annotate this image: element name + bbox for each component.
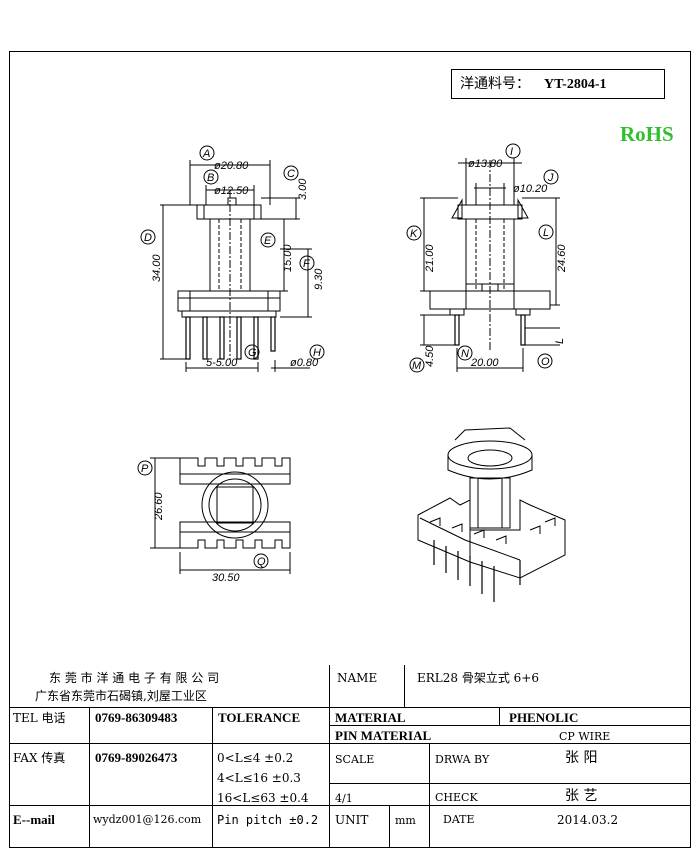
dim-a: ø20.80 (214, 160, 249, 172)
balloon-m (409, 357, 425, 373)
balloon-b (203, 169, 219, 185)
dim-q: 30.50 (212, 572, 240, 584)
balloon-p (137, 460, 153, 476)
balloon-q (253, 553, 269, 569)
front-top-flange (196, 204, 262, 220)
fax-label: FAX 传真 (13, 751, 66, 765)
label-i: I (510, 146, 513, 158)
label-p: P (141, 463, 149, 475)
dim-l: 24.60 (556, 244, 568, 273)
pin-material-label: PIN MATERIAL (335, 728, 432, 743)
part-number-label: 洋通料号： (460, 76, 530, 92)
date-label: DATE (443, 813, 475, 826)
label-j: J (547, 172, 554, 184)
tolerance-label: TOLERANCE (218, 710, 301, 725)
label-g: G (248, 347, 257, 359)
tel-value: 0769-86309483 (95, 710, 178, 725)
part-number-value: YT-2804-1 (544, 77, 607, 92)
label-c: C (287, 168, 295, 180)
label-n: N (461, 348, 469, 360)
balloon-k (406, 225, 422, 241)
part-number-box: 洋通料号： YT-2804-1 (451, 69, 665, 99)
tel-label: TEL 电话 (13, 711, 66, 725)
dim-n: 20.00 (470, 357, 499, 369)
dim-p: 26.60 (153, 492, 165, 521)
label-o: O (541, 356, 550, 368)
company-name: 东 莞 市 洋 通 电 子 有 限 公 司 (49, 671, 220, 685)
drawn-by-value: 张 阳 (565, 750, 598, 766)
dim-k: 21.00 (424, 244, 436, 273)
dim-o: L (554, 338, 566, 344)
unit-value: mm (395, 814, 416, 827)
balloon-i (505, 143, 521, 159)
company-address: 广东省东莞市石碣镇,刘屋工业区 (35, 689, 207, 703)
email-label: E--mail (13, 812, 55, 827)
balloon-f (299, 255, 315, 271)
label-q: Q (257, 556, 266, 568)
balloon-l (538, 224, 554, 240)
title-block: 东 莞 市 洋 通 电 子 有 限 公 司 广东省东莞市石碣镇,刘屋工业区 NA… (9, 665, 691, 848)
scale-value: 4/1 (335, 792, 353, 805)
dim-i: ø13.80 (468, 158, 503, 170)
tolerance-row-1: 0<L≤4 ±0.2 (217, 751, 294, 765)
front-pins (185, 316, 276, 360)
dim-d: 34.00 (151, 254, 163, 282)
balloon-c (283, 165, 299, 181)
label-m: M (412, 360, 422, 372)
dim-b: ø12.50 (214, 185, 249, 197)
rohs-mark: RoHS (620, 122, 674, 146)
balloon-o (537, 353, 553, 369)
bottom-view (137, 457, 291, 574)
material-label: MATERIAL (335, 710, 406, 725)
balloon-h (309, 344, 325, 360)
dim-h: ø0.80 (290, 357, 319, 369)
label-f: F (303, 258, 311, 270)
fax-value: 0769-89026473 (95, 750, 178, 765)
side-pins (454, 314, 526, 346)
dim-c: 3.00 (297, 178, 309, 200)
pin-material-value: CP WIRE (559, 730, 611, 743)
scale-label: SCALE (335, 753, 375, 766)
tolerance-row-4: Pin pitch ±0.2 (217, 813, 319, 827)
balloon-a (199, 145, 215, 161)
side-view (406, 143, 560, 373)
dim-g: 5-5.00 (206, 357, 238, 369)
check-value: 张 艺 (565, 788, 598, 804)
isometric-view (417, 427, 566, 602)
bottom-outer-ring (201, 471, 269, 539)
date-value: 2014.03.2 (557, 813, 619, 827)
label-a: A (202, 148, 210, 160)
balloon-d (140, 229, 156, 245)
drawn-by-label: DRWA BY (435, 753, 490, 766)
balloon-g (244, 344, 260, 360)
dim-j: ø10.20 (513, 183, 548, 195)
label-b: B (207, 172, 214, 184)
front-view (140, 145, 325, 372)
name-value: ERL28 骨架立式 6+6 (417, 671, 539, 685)
label-k: K (410, 228, 418, 240)
tolerance-row-3: 16<L≤63 ±0.4 (217, 791, 309, 805)
label-e: E (264, 235, 272, 247)
label-h: H (313, 347, 321, 359)
label-l: L (543, 227, 549, 239)
drawing-sheet-border (9, 51, 691, 848)
label-d: D (144, 232, 152, 244)
dim-m: 4.50 (424, 345, 436, 367)
check-label: CHECK (435, 791, 478, 804)
balloon-e (260, 232, 276, 248)
material-value: PHENOLIC (509, 710, 579, 725)
unit-label: UNIT (335, 813, 369, 827)
front-base (177, 290, 281, 312)
name-label: NAME (337, 671, 378, 685)
balloon-n (457, 345, 473, 361)
balloon-j (543, 169, 559, 185)
email-value: wydz001@126.com (93, 813, 202, 826)
dim-f: 9.30 (313, 268, 325, 290)
tolerance-row-2: 4<L≤16 ±0.3 (217, 771, 301, 785)
dim-e: 15.00 (282, 244, 294, 272)
